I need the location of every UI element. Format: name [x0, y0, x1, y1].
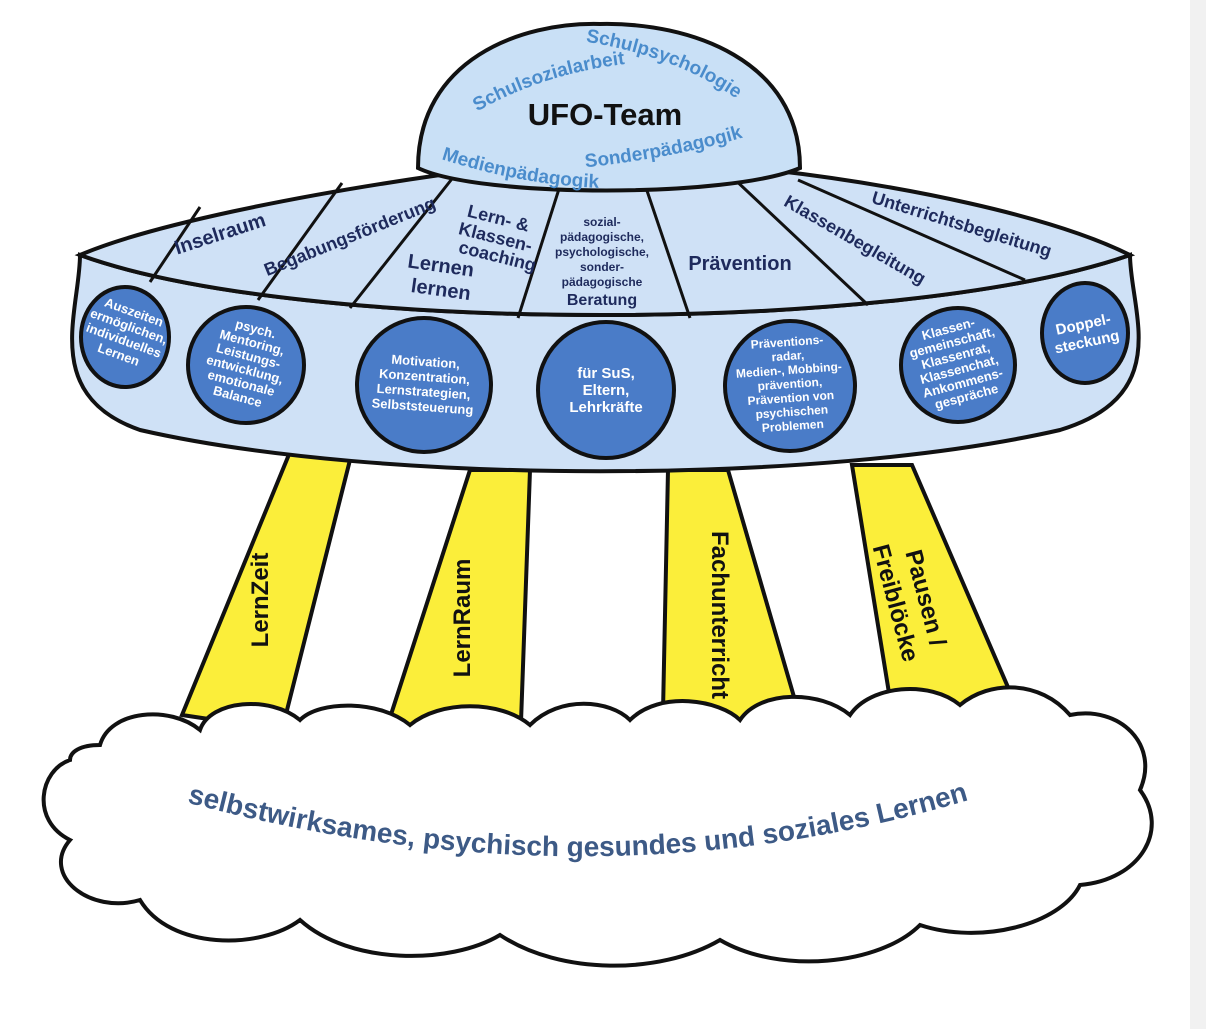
circle-text-c5-7: Problemen: [761, 417, 824, 435]
circle-text-c3-3: Lernstrategien,: [376, 381, 471, 403]
circle-text-c3-2: Konzentration,: [379, 366, 471, 387]
circle-klassengemeinschaft: [899, 306, 1017, 424]
circle-text-c5-2: radar,: [771, 348, 805, 364]
circle-auszeiten: [79, 285, 171, 389]
circle-text-c5-1: Präventions-: [750, 333, 823, 352]
circles: [79, 281, 1130, 460]
circle-text-c3-1: Motivation,: [391, 352, 460, 372]
saucer-top: [74, 167, 1136, 317]
circle-motivation: [355, 316, 493, 454]
beam-label-fachunterricht: Fachunterricht: [706, 531, 733, 699]
sector-label-beratung-5: pädagogische: [562, 275, 643, 289]
circle-text-c3-4: Selbststeuerung: [371, 395, 474, 417]
circle-text-c5-4: prävention,: [757, 375, 823, 393]
circle-mentoring: [186, 305, 306, 425]
circle-sus: [536, 320, 676, 460]
sector-label-beratung-4: sonder-: [580, 260, 624, 274]
circle-text-c4-3: Lehrkräfte: [569, 399, 642, 416]
sector-label-beratung-6: Beratung: [567, 292, 637, 309]
beam-label-lernraum: LernRaum: [449, 559, 476, 678]
sector-label-beratung-2: pädagogische,: [560, 230, 644, 244]
circle-text-c5-6: psychischen: [755, 402, 829, 421]
circle-doppelsteckung: [1040, 281, 1130, 385]
circle-text-c4-1: für SuS,: [577, 365, 635, 382]
circle-text-c5-5: Prävention von: [747, 388, 834, 408]
sector-label-beratung-3: psychologische,: [555, 245, 649, 259]
sector-label-praevention: Prävention: [688, 253, 791, 275]
sector-label-beratung-1: sozial-: [583, 215, 620, 229]
circle-text-c4-2: Eltern,: [583, 382, 630, 399]
beam-label-lernzeit: LernZeit: [247, 553, 274, 648]
sector-dividers: [148, 169, 1026, 319]
cloud: [41, 685, 1154, 968]
beam-labels: LernZeit LernRaum Fachunterricht Pausen …: [247, 531, 951, 699]
circle-praeventionsradar: [723, 319, 857, 453]
dome-title: UFO-Team: [528, 97, 682, 132]
scrollbar-track[interactable]: [1190, 0, 1206, 1029]
dome: [415, 21, 803, 193]
